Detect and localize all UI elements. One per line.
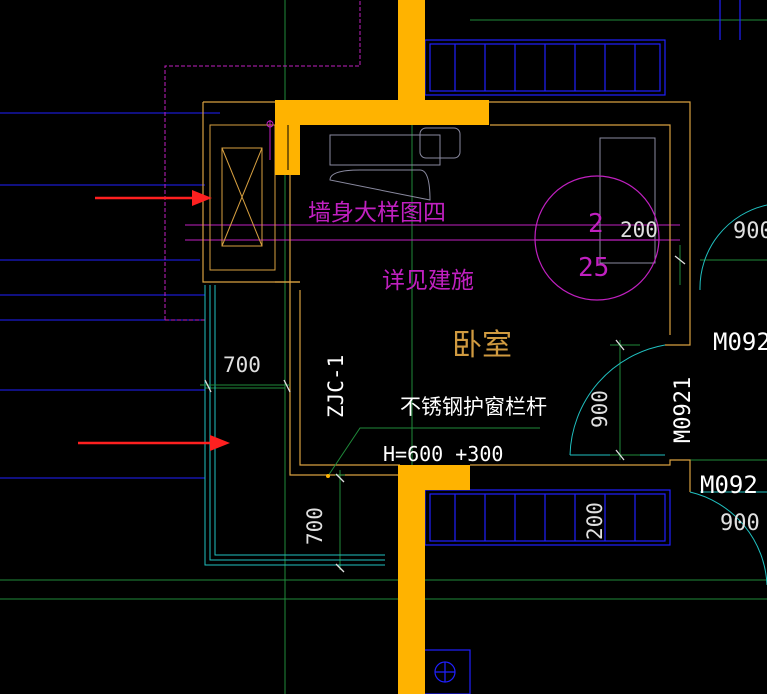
fixtures <box>329 127 656 264</box>
railing-height-label: H=600 +300 <box>383 442 503 466</box>
door-code-2: M092 <box>713 328 767 356</box>
blue-axis-lines <box>0 112 220 479</box>
dim-900-bottom-right: 900 <box>720 511 760 536</box>
dim-700-bottom: 700 <box>303 507 327 545</box>
walls <box>275 0 489 694</box>
magenta-fixture <box>266 120 274 160</box>
dimension-ticks <box>204 255 686 573</box>
window-code-label: ZJC-1 <box>324 355 348 418</box>
section-symbol <box>534 175 660 301</box>
dim-200-bottom: 200 <box>583 502 607 540</box>
shaft-box <box>209 124 276 271</box>
dim-700-left: 700 <box>223 353 261 377</box>
red-arrows <box>78 190 230 451</box>
balcony-outline <box>204 285 385 566</box>
room-name-label: 卧室 <box>452 328 512 363</box>
magenta-lines <box>185 224 680 241</box>
section-sheet: 25 <box>578 253 609 283</box>
dim-200-right: 200 <box>620 218 658 242</box>
see-arch-label: 详见建施 <box>382 268 474 294</box>
dim-900-vertical: 900 <box>588 390 612 428</box>
magenta-boundary <box>164 0 361 321</box>
section-number: 2 <box>588 209 604 239</box>
door-code-1: M0921 <box>671 377 696 443</box>
railing-leader <box>326 427 540 478</box>
railing-label: 不锈钢护窗栏杆 <box>400 395 547 419</box>
dim-900-top-right: 900 <box>733 219 767 244</box>
arrow-head-lower <box>210 435 230 451</box>
wall-detail-label: 墙身大样图四 <box>308 200 446 226</box>
door-code-3: M092 <box>700 471 758 499</box>
arrow-head-upper <box>192 190 212 206</box>
dimension-lines <box>200 245 681 476</box>
